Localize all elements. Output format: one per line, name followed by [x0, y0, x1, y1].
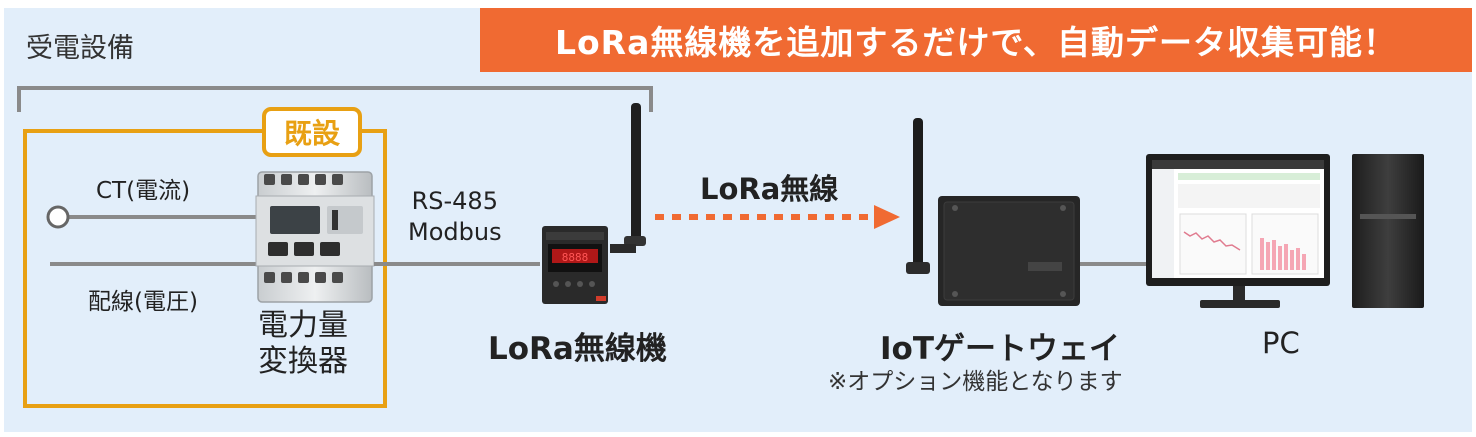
equipment-bracket	[17, 86, 653, 112]
power-meter-label: 電力量 変換器	[258, 308, 348, 380]
section-label: 受電設備	[26, 33, 134, 64]
power-meter-label-line1: 電力量	[258, 308, 348, 343]
existing-frame	[23, 129, 387, 408]
pc-tower-icon	[1352, 154, 1424, 308]
pc-tower-drive	[1360, 214, 1416, 219]
pc-label: PC	[1262, 326, 1300, 360]
rs485-label-line1: RS-485	[411, 187, 498, 215]
pc-monitor-icon	[1146, 154, 1330, 308]
ct-terminal-icon	[46, 205, 70, 229]
power-meter-label-line2: 変換器	[258, 344, 348, 379]
ct-label: CT(電流)	[96, 178, 191, 204]
rs485-label-line2: Modbus	[408, 218, 502, 246]
voltage-wire-label: 配線(電圧)	[88, 289, 198, 315]
gateway-device-icon	[906, 118, 1080, 306]
svg-text:8888: 8888	[562, 251, 589, 264]
rs485-label: RS-485 Modbus	[408, 186, 502, 248]
existing-badge: 既設	[262, 107, 362, 157]
lora-link-arrowhead	[874, 205, 900, 229]
lora-device-icon: 8888	[542, 103, 646, 304]
feature-banner: LoRa無線機を追加するだけで、自動データ収集可能！	[480, 8, 1472, 72]
lora-device-label: LoRa無線機	[488, 331, 667, 367]
gateway-label: IoTゲートウェイ	[880, 331, 1120, 367]
gateway-note: ※オプション機能となります	[828, 369, 1123, 395]
lora-link-label: LoRa無線	[700, 172, 839, 206]
power-meter-device-icon	[255, 171, 375, 303]
